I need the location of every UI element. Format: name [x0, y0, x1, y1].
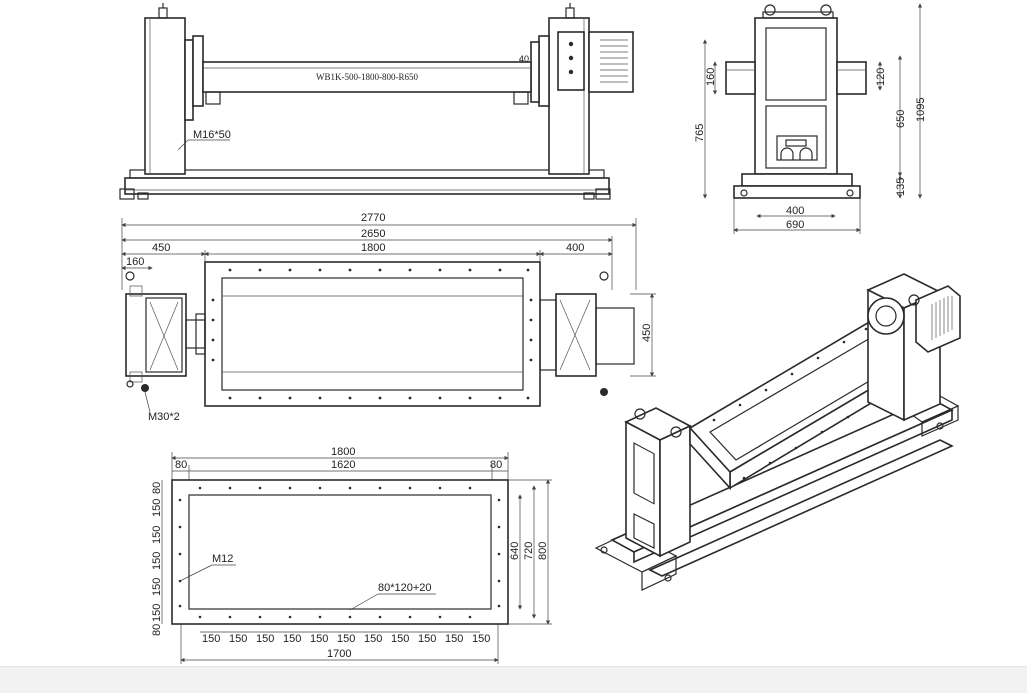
top-frame-holes — [211, 268, 533, 400]
table-dim-720: 720 — [523, 542, 535, 560]
table-left-dim-4: 150 — [151, 552, 163, 570]
top-dim-160: 160 — [126, 256, 144, 268]
top-dim-2650: 2650 — [361, 228, 385, 240]
side-dim-160: 160 — [705, 68, 717, 86]
side-dim-690: 690 — [786, 219, 804, 231]
table-slot-label: 80*120+20 — [378, 582, 432, 594]
table-dim-80-left: 80 — [175, 459, 187, 471]
table-holes — [178, 486, 501, 619]
table-bottom-dim-6: 150 — [337, 633, 355, 645]
side-dim-135: 135 — [895, 178, 907, 196]
isometric-view — [594, 273, 961, 591]
table-bottom-dim-2: 150 — [229, 633, 247, 645]
front-view: 40 WB1K-500-1800-800-R650 M16*50 — [119, 3, 634, 200]
table-left-dim-5: 150 — [151, 578, 163, 596]
table-left-dim-6: 150 — [151, 604, 163, 622]
table-dim-800: 800 — [537, 542, 549, 560]
table-left-dim-3: 150 — [151, 526, 163, 544]
table-hole-label: M12 — [212, 553, 233, 565]
top-view: 2770 2650 450 1800 400 160 — [121, 212, 656, 423]
top-dim-1800: 1800 — [361, 242, 385, 254]
front-small-dim: 40 — [519, 54, 529, 64]
side-dim-120: 120 — [875, 68, 887, 86]
side-dim-765: 765 — [694, 124, 706, 142]
table-bottom-dim-9: 150 — [418, 633, 436, 645]
table-bottom-dim-7: 150 — [364, 633, 382, 645]
table-bottom-dim-5: 150 — [310, 633, 328, 645]
side-view: 160 120 765 650 1095 135 400 690 — [694, 3, 927, 234]
table-left-dim-7: 80 — [151, 624, 163, 636]
top-bolt-label: M30*2 — [148, 411, 180, 423]
top-dim-450-left: 450 — [152, 242, 170, 254]
table-dim-640: 640 — [509, 542, 521, 560]
table-bottom-dim-8: 150 — [391, 633, 409, 645]
model-label: WB1K-500-1800-800-R650 — [316, 72, 418, 82]
top-dim-450-right: 450 — [641, 324, 653, 342]
table-bottom-dim-11: 150 — [472, 633, 490, 645]
top-dim-2770: 2770 — [361, 212, 385, 224]
side-dim-400: 400 — [786, 205, 804, 217]
table-bottom-dim-10: 150 — [445, 633, 463, 645]
side-dim-650: 650 — [895, 110, 907, 128]
table-dim-1620: 1620 — [331, 459, 355, 471]
table-dim-1800: 1800 — [331, 446, 355, 458]
table-dim-80-right: 80 — [490, 459, 502, 471]
footer-band — [0, 666, 1027, 693]
table-bottom-dim-3: 150 — [256, 633, 274, 645]
side-dim-1095: 1095 — [915, 98, 927, 122]
table-dim-1700: 1700 — [327, 648, 351, 660]
table-bottom-dim-1: 150 — [202, 633, 220, 645]
table-view: 1800 80 1620 80 80 150 150 150 150 150 8… — [151, 446, 552, 664]
top-dim-400: 400 — [566, 242, 584, 254]
front-bolt-label: M16*50 — [193, 129, 231, 141]
table-bottom-dim-4: 150 — [283, 633, 301, 645]
table-left-dim-1: 80 — [151, 482, 163, 494]
table-left-dim-2: 150 — [151, 499, 163, 517]
